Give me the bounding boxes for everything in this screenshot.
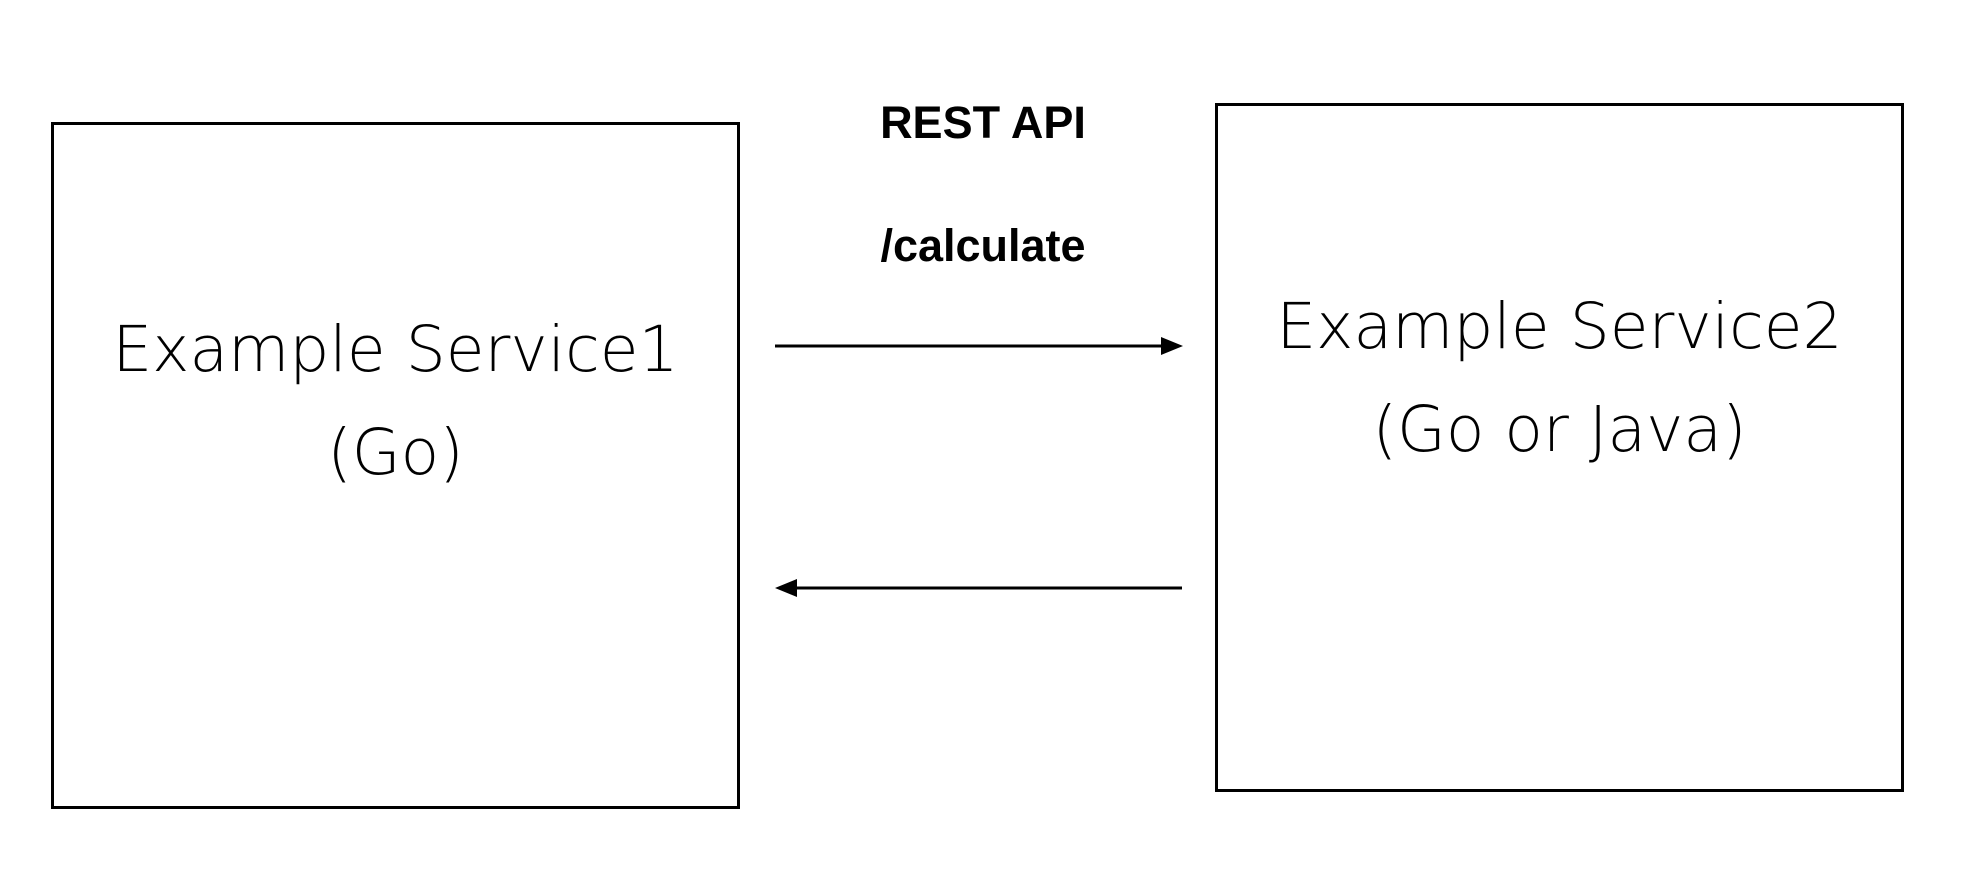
response-arrowhead-icon [775,579,797,597]
service2-labels: Example Service2 (Go or Java) [1276,275,1842,481]
service2-name: Example Service2 [1276,289,1843,363]
request-arrowhead-icon [1161,337,1183,355]
api-type-label: REST API [880,97,1086,148]
service1-labels: Example Service1 (Go) [112,298,678,504]
service1-name: Example Service1 [112,312,679,386]
response-arrow [775,579,1182,597]
service2-box: Example Service2 (Go or Java) [1215,103,1904,792]
service1-box: Example Service1 (Go) [51,122,740,809]
api-endpoint-label: /calculate [880,220,1086,271]
service1-language: (Go) [327,415,464,489]
request-arrow [775,337,1183,355]
service2-language: (Go or Java) [1372,392,1747,466]
